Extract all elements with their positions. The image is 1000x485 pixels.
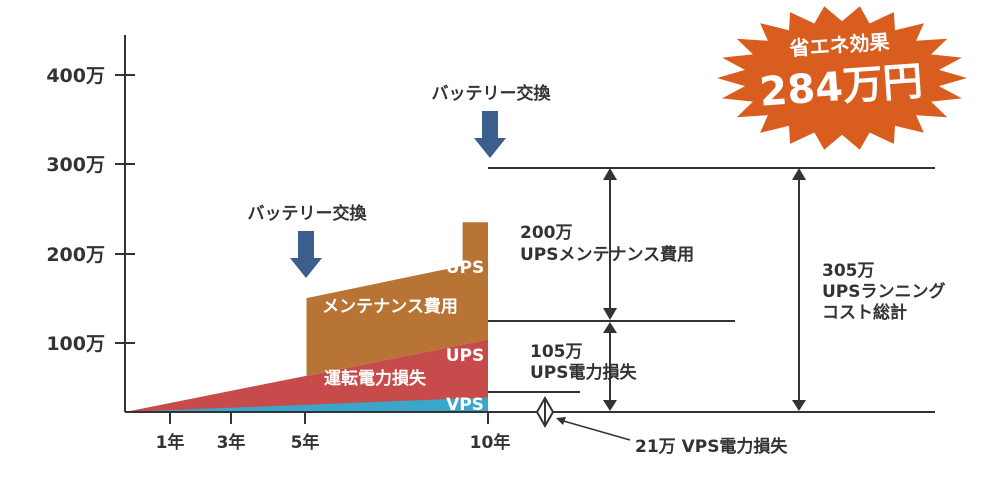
maintenance-span-arrow	[603, 168, 617, 320]
ups-maintenance-area	[306, 222, 488, 376]
vps-loss-leader-line	[559, 419, 631, 441]
vps-loss-caption: 21万 VPS電力損失	[635, 436, 788, 457]
vps-label: VPS	[446, 395, 484, 415]
running-cost-value: 305万	[822, 261, 875, 281]
x-tick-label-3: 3年	[217, 432, 246, 453]
x-tick-label-10: 10年	[470, 432, 511, 453]
starburst-icon	[717, 6, 967, 150]
y-tick-label-300: 300万	[46, 154, 105, 176]
maintenance-total-caption: UPSメンテナンス費用	[520, 244, 694, 265]
vps-power-loss-area	[125, 397, 488, 412]
down-arrow-icon	[474, 111, 506, 158]
running-cost-caption-2: コスト総計	[822, 302, 907, 323]
y-tick-label-200: 200万	[46, 244, 105, 266]
running-cost-span-arrow	[792, 168, 806, 411]
x-tick-label-1: 1年	[156, 432, 185, 453]
down-arrow-icon	[290, 231, 322, 278]
badge-big-text: 284万円	[758, 58, 924, 115]
y-tick-label-400: 400万	[46, 65, 105, 87]
x-ticks: 1年 3年 5年 10年	[156, 412, 511, 453]
power-loss-label: 運転電力損失	[324, 368, 427, 389]
vps-loss-leader-arrowhead	[556, 417, 566, 425]
ups-label-maintenance: UPS	[446, 258, 485, 278]
battery-swap-label-10y: バッテリー交換	[432, 83, 552, 104]
power-loss-total-caption: UPS電力損失	[530, 362, 638, 383]
y-ticks: 400万 300万 200万 100万	[46, 65, 135, 355]
vps-loss-marker-icon	[535, 395, 555, 429]
savings-badge: 省エネ効果 284万円	[717, 6, 967, 150]
y-tick-label-100: 100万	[46, 333, 105, 355]
x-tick-label-5: 5年	[291, 432, 320, 453]
ups-label-power: UPS	[446, 346, 485, 366]
running-cost-caption-1: UPSランニング	[822, 281, 946, 302]
power-loss-span-arrow	[603, 322, 617, 411]
battery-swap-label-5y: バッテリー交換	[248, 203, 368, 224]
maintenance-total-value: 200万	[520, 223, 573, 243]
maintenance-label: メンテナンス費用	[322, 296, 458, 317]
power-loss-total-value: 105万	[530, 342, 583, 362]
